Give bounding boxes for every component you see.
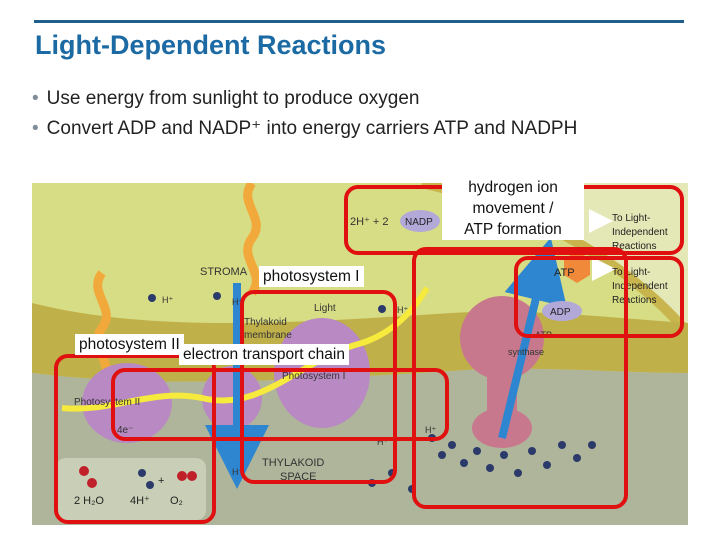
callout-hydrogen-ion: hydrogen ion movement / ATP formation xyxy=(442,177,584,240)
atp-synthase-label-2: synthase xyxy=(508,347,544,357)
h-ion-dot xyxy=(573,454,581,462)
bullet-text: Convert ADP and NADP⁺ into energy carrie… xyxy=(46,118,578,139)
light-ray-1 xyxy=(93,270,111,386)
h-ion-dot xyxy=(500,451,508,459)
adp-label: ADP xyxy=(550,307,571,318)
thylakoid-membrane-label-1: Thylakoid xyxy=(244,317,287,328)
h-ion-dot xyxy=(448,441,456,449)
to-lir-2b: Independent xyxy=(612,281,668,292)
four-h-label: 4H⁺ xyxy=(130,495,150,507)
bullet-dot: • xyxy=(32,88,39,109)
oxygen-label: O₂ xyxy=(170,495,183,507)
electron-label: 4e⁻ xyxy=(117,425,133,436)
callout-photosystem-i: photosystem I xyxy=(259,266,364,287)
h-ion-dot xyxy=(146,481,154,489)
oxygen-atom-dot xyxy=(187,471,197,481)
plus-sign: + xyxy=(158,475,164,487)
hydrogen-ion-dots xyxy=(79,292,596,493)
h-ion-dot xyxy=(148,294,156,302)
highlight-photosystem-ii xyxy=(54,354,216,524)
highlight-atp-output xyxy=(514,256,684,338)
bullet-dot: • xyxy=(32,118,39,139)
to-lir-1a: To Light- xyxy=(612,213,650,224)
adp-molecule xyxy=(542,301,582,321)
bullet-item: • Convert ADP and NADP⁺ into energy carri… xyxy=(32,114,577,144)
to-lir-1b: Independent xyxy=(612,227,668,238)
stroma-label: STROMA xyxy=(200,266,248,278)
outer-membrane xyxy=(422,183,688,333)
h-ion-dot xyxy=(438,451,446,459)
thylakoid-membrane-label-2: membrane xyxy=(244,330,292,341)
h-ion-dot xyxy=(460,459,468,467)
callout-hydrogen-line1: hydrogen ion xyxy=(468,179,558,196)
highlight-electron-transport-chain xyxy=(111,368,449,441)
h-plus-label: H⁺ xyxy=(397,305,408,315)
h-ion-dot xyxy=(378,305,386,313)
bullet-text: Use energy from sunlight to produce oxyg… xyxy=(46,88,420,109)
highlight-photosystem-i xyxy=(240,290,397,484)
callout-photosystem-ii: photosystem II xyxy=(75,334,184,355)
photosystem-i-label: Photosystem I xyxy=(282,371,345,382)
h-ion-dot xyxy=(543,461,551,469)
light-ray-2 xyxy=(243,180,261,296)
oxygen-atom-dot xyxy=(87,478,97,488)
callout-hydrogen-line2: movement / xyxy=(472,200,554,217)
h-plus-label: H⁺ xyxy=(162,295,173,305)
oxygen-atom-dot xyxy=(79,466,89,476)
h-plus-label: H⁺ xyxy=(425,425,436,435)
h-ion-dot xyxy=(138,469,146,477)
to-lir-1c: Reactions xyxy=(612,241,656,252)
electron-path xyxy=(61,286,430,412)
to-lir-2c: Reactions xyxy=(612,295,656,306)
h-ion-dot xyxy=(473,447,481,455)
bullet-item: • Use energy from sunlight to produce oxy… xyxy=(32,84,577,114)
oxygen-atom-dot xyxy=(177,471,187,481)
callout-electron-transport-chain: electron transport chain xyxy=(179,344,349,365)
callout-hydrogen-line3: ATP formation xyxy=(464,221,562,238)
to-lir-2a: To Light- xyxy=(612,267,650,278)
light-label: Light xyxy=(314,303,336,314)
h-ion-dot xyxy=(528,447,536,455)
slide-title: Light-Dependent Reactions xyxy=(35,30,387,60)
nadp-reactants-label: 2H⁺ + 2 xyxy=(350,216,389,228)
nadp-molecule xyxy=(400,210,440,232)
proton-flow-arrow xyxy=(498,237,567,439)
water-split-box xyxy=(56,458,206,520)
h-ion-dot xyxy=(486,464,494,472)
light-reactions-diagram: 2H⁺ + 2 NADP To Light- Independent React… xyxy=(32,177,692,525)
thylakoid-space-label-1: THYLAKOID xyxy=(262,457,324,469)
h-plus-label: H⁺ xyxy=(232,467,243,477)
bullet-list: • Use energy from sunlight to produce oxy… xyxy=(32,84,577,144)
h-ion-dot xyxy=(558,441,566,449)
h-ion-dot xyxy=(514,469,522,477)
h-ion-dot xyxy=(588,441,596,449)
highlight-hydrogen-ion-movement xyxy=(412,247,628,509)
nadp-label: NADP xyxy=(405,217,433,228)
photosystem-ii-label: Photosystem II xyxy=(74,397,140,408)
h-plus-label: H⁺ xyxy=(377,437,388,447)
water-label: 2 H₂O xyxy=(74,495,104,507)
atp-label: ATP xyxy=(554,267,575,279)
h-ion-dot xyxy=(213,292,221,300)
title-rule xyxy=(34,20,684,23)
h-plus-label: H⁺ xyxy=(232,297,243,307)
